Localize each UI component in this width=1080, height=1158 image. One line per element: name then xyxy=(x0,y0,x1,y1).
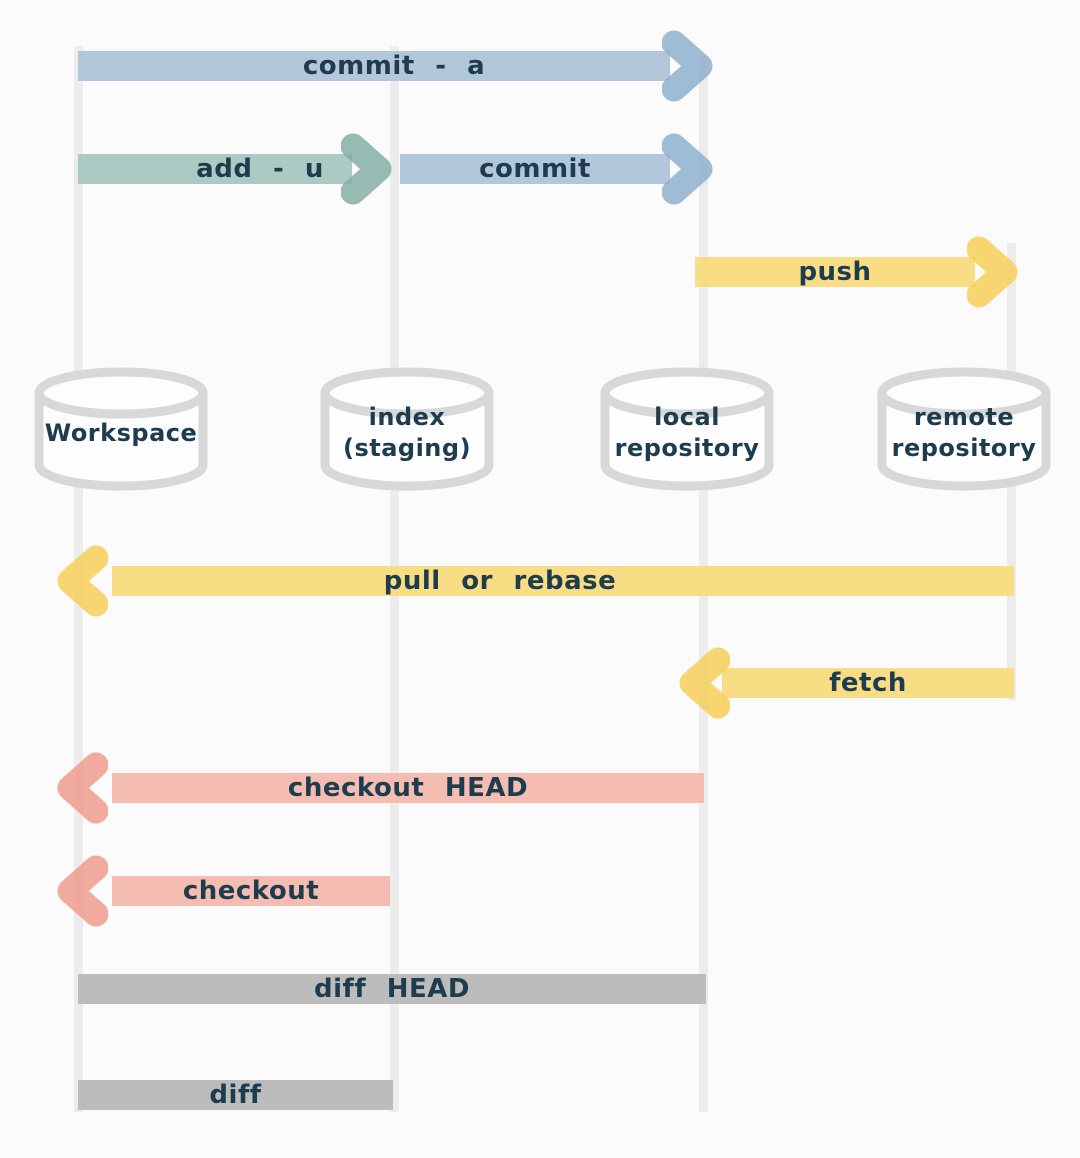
node-label-line2: repository xyxy=(891,434,1037,462)
node-label-line2: repository xyxy=(614,434,760,462)
arrow-label: add - u xyxy=(196,154,324,184)
arrow-push: push xyxy=(695,257,975,287)
node-label-line1: remote xyxy=(913,403,1015,431)
node-local-repository: local repository xyxy=(600,397,774,469)
arrowhead-left-icon xyxy=(57,545,108,617)
arrow-fetch: fetch xyxy=(722,668,1014,698)
node-index-staging: index (staging) xyxy=(320,397,494,469)
database-cylinder-icon xyxy=(320,367,494,491)
arrow-label: checkout xyxy=(182,876,320,906)
arrow-add-u: add - u xyxy=(78,154,352,184)
arrow-pull-or-rebase: pull or rebase xyxy=(112,566,1014,596)
arrow-label: commit xyxy=(479,154,591,184)
arrow-label: pull or rebase xyxy=(383,566,617,596)
arrow-label: fetch xyxy=(829,668,907,698)
node-workspace: Workspace xyxy=(34,397,208,469)
arrow-checkout-head: checkout HEAD xyxy=(112,773,704,803)
arrowhead-left-icon xyxy=(57,752,108,824)
bar-diff: diff xyxy=(78,1080,393,1110)
arrow-checkout: checkout xyxy=(112,876,390,906)
node-label-line1: index xyxy=(368,403,446,431)
arrowhead-right-icon xyxy=(662,133,713,205)
node-label-line1: local xyxy=(654,403,720,431)
arrow-label: push xyxy=(798,257,872,287)
database-cylinder-icon xyxy=(34,367,208,491)
arrow-commit-a: commit - a xyxy=(78,51,670,81)
arrowhead-left-icon xyxy=(679,647,730,719)
bar-diff-head: diff HEAD xyxy=(78,974,706,1004)
arrow-label: commit - a xyxy=(302,51,486,81)
arrow-label: diff xyxy=(209,1080,262,1110)
database-cylinder-icon xyxy=(877,367,1051,491)
node-label-line1: Workspace xyxy=(44,418,198,447)
node-label-line2: (staging) xyxy=(342,434,472,462)
arrowhead-right-icon xyxy=(967,236,1018,308)
arrowhead-left-icon xyxy=(57,855,108,927)
database-cylinder-icon xyxy=(600,367,774,491)
arrowhead-right-icon xyxy=(662,30,713,102)
arrow-label: diff HEAD xyxy=(314,974,470,1004)
node-remote-repository: remote repository xyxy=(877,397,1051,469)
arrow-label: checkout HEAD xyxy=(287,773,529,803)
arrow-commit: commit xyxy=(400,154,670,184)
arrowhead-right-icon xyxy=(341,133,392,205)
